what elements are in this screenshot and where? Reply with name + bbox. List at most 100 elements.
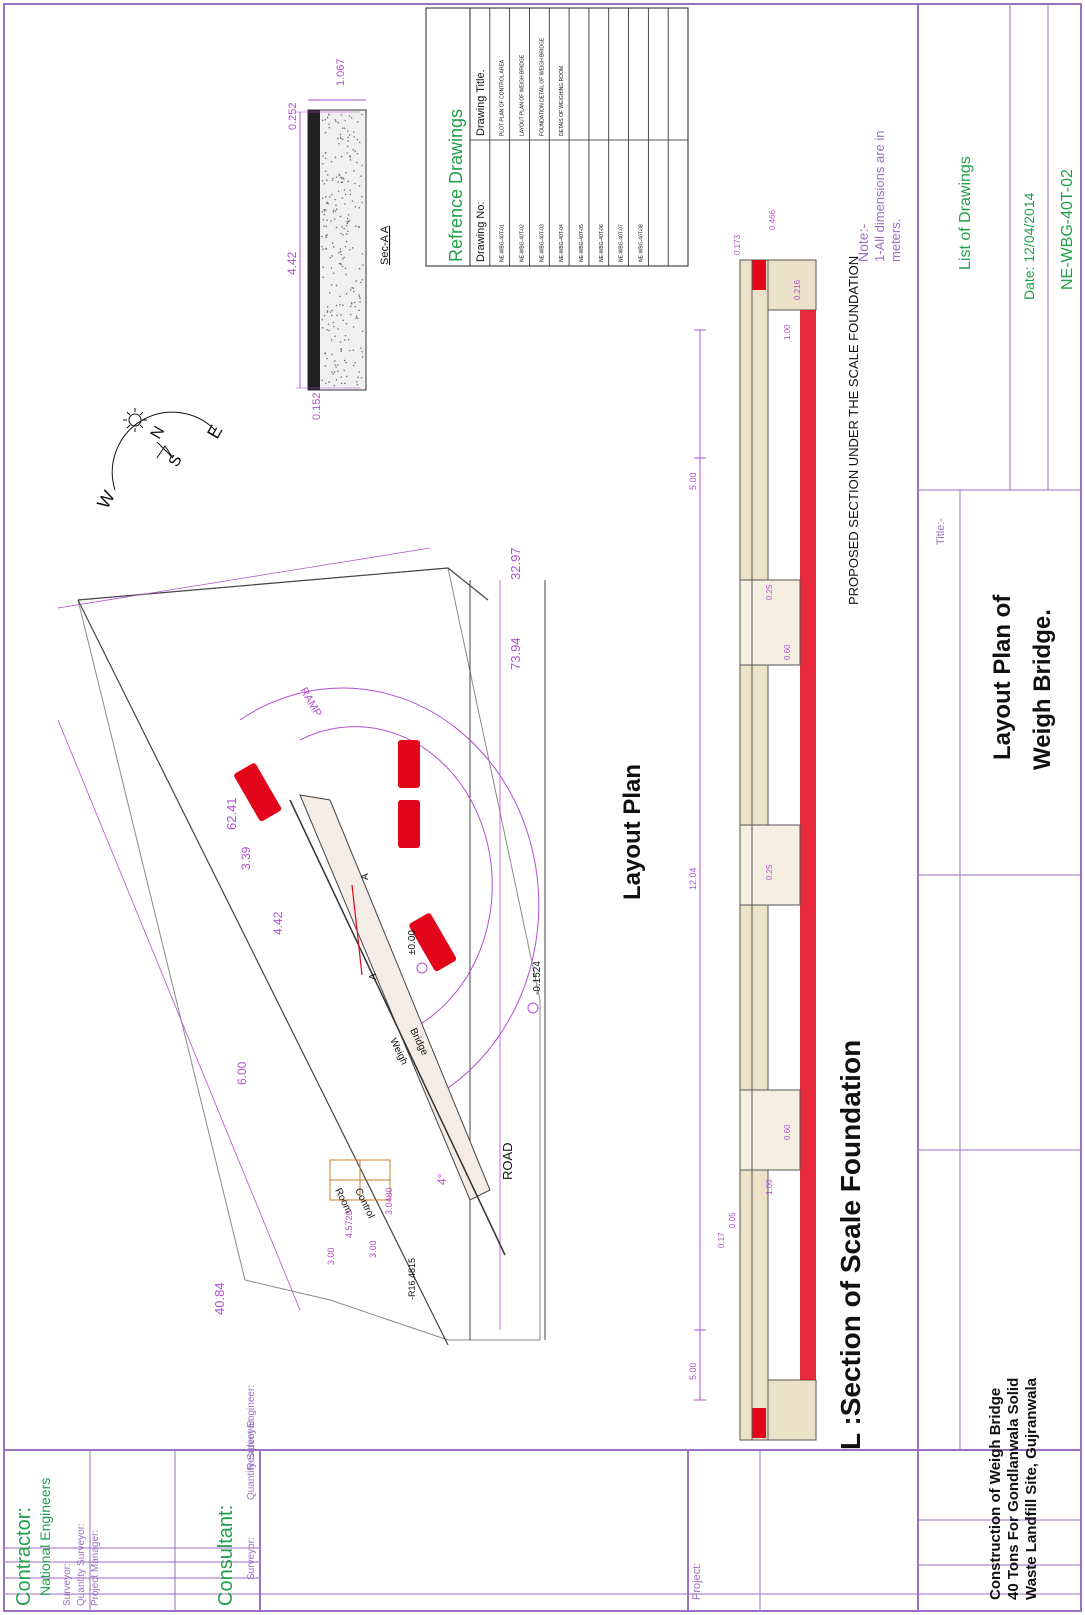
concrete-speckle <box>345 322 348 325</box>
concrete-speckle <box>358 294 360 296</box>
sec-aa-dim-1067: 1.067 <box>335 58 347 86</box>
concrete-speckle <box>340 181 343 184</box>
concrete-speckle <box>340 114 343 116</box>
concrete-speckle <box>350 313 352 316</box>
ref-drawing-no: NE-WBG-40T-02 <box>520 224 526 262</box>
concrete-speckle <box>326 174 329 176</box>
concrete-speckle <box>345 240 348 243</box>
concrete-speckle <box>322 248 325 250</box>
section-aa: 0.252 1.067 4.42 0.152 Sec-A A <box>285 58 391 420</box>
label-level-3: -R16.4815 <box>407 1258 417 1300</box>
concrete-speckle <box>330 220 332 222</box>
concrete-speckle <box>360 377 363 379</box>
project-line-3: Waste Landfill Site, Gujranwala <box>1023 1377 1040 1600</box>
concrete-speckle <box>361 253 364 255</box>
compass-s: S <box>166 452 186 470</box>
concrete-speckle <box>334 360 336 362</box>
concrete-speckle <box>334 210 337 213</box>
concrete-speckle <box>351 200 354 202</box>
concrete-speckle <box>360 347 362 349</box>
concrete-speckle <box>356 121 359 123</box>
concrete-speckle <box>361 113 363 116</box>
concrete-speckle <box>346 217 349 220</box>
concrete-speckle <box>332 209 335 211</box>
ref-drawing-title: DETAIS OF WEIGHING ROOM <box>559 66 565 136</box>
concrete-speckle <box>357 376 359 379</box>
concrete-speckle <box>358 206 361 209</box>
concrete-speckle <box>358 295 361 298</box>
concrete-speckle <box>343 127 346 130</box>
concrete-speckle <box>335 379 338 381</box>
concrete-speckle <box>324 118 327 121</box>
concrete-speckle <box>354 182 356 185</box>
concrete-speckle <box>340 314 342 316</box>
label-cr-2: 3.00 <box>326 1247 336 1265</box>
concrete-speckle <box>324 131 327 134</box>
consultant-label: Consultant: <box>215 1505 237 1606</box>
concrete-speckle <box>344 334 347 337</box>
concrete-speckle <box>332 321 335 324</box>
layout-plan: 62.41 40.84 73.94 32.97 3.39 4.42 6.00 4… <box>57 547 646 1346</box>
concrete-speckle <box>323 225 325 227</box>
concrete-speckle <box>361 351 364 353</box>
concrete-speckle <box>345 171 347 174</box>
concrete-speckle <box>339 303 341 306</box>
list-of-drawings: List of Drawings <box>957 156 974 270</box>
dim-73-94: 73.94 <box>508 637 523 670</box>
concrete-speckle <box>339 136 342 139</box>
concrete-speckle <box>341 138 344 141</box>
contractor-surveyor: Surveyor: <box>62 1563 73 1606</box>
sec-dim-060-b: 0.60 <box>783 644 792 660</box>
label-cr-3: 4.5720 <box>344 1210 354 1238</box>
label-ramp: RAMP <box>297 686 323 720</box>
concrete-speckle <box>331 179 334 182</box>
concrete-speckle <box>342 304 344 306</box>
concrete-speckle <box>347 338 350 341</box>
concrete-speckle <box>332 246 335 248</box>
concrete-speckle <box>337 328 339 330</box>
concrete-speckle <box>331 242 334 244</box>
concrete-speckle <box>355 280 358 282</box>
concrete-speckle <box>356 138 359 141</box>
concrete-speckle <box>330 160 333 163</box>
label-section-a-2: A <box>368 973 379 980</box>
consultant-resident-engineer: Resident Engineer: <box>246 1385 257 1470</box>
concrete-speckle <box>349 305 352 308</box>
concrete-speckle <box>326 306 329 308</box>
concrete-speckle <box>338 142 340 145</box>
sec-dim-0216: 0.216 <box>793 279 802 300</box>
contractor-name: National Engineers <box>37 1478 53 1596</box>
concrete-speckle <box>358 185 361 187</box>
concrete-speckle <box>362 264 364 266</box>
label-road: ROAD <box>500 1142 515 1180</box>
concrete-speckle <box>339 176 342 179</box>
concrete-speckle <box>338 174 341 176</box>
concrete-speckle <box>348 219 351 222</box>
concrete-speckle <box>352 364 355 367</box>
section-scale-subtitle: PROPOSED SECTION UNDER THE SCALE FOUNDAT… <box>846 256 861 605</box>
concrete-speckle <box>344 203 346 205</box>
concrete-speckle <box>345 233 348 235</box>
dim-4-42: 4.42 <box>271 911 285 935</box>
concrete-speckle <box>337 190 340 192</box>
concrete-speckle <box>322 276 325 279</box>
concrete-speckle <box>321 162 324 165</box>
concrete-speckle <box>321 119 324 122</box>
concrete-speckle <box>326 357 328 360</box>
concrete-speckle <box>340 382 343 385</box>
concrete-speckle <box>322 266 325 269</box>
concrete-speckle <box>353 301 356 304</box>
contractor-project-manager: Project Manager: <box>90 1530 101 1606</box>
ref-drawing-no: NE-WBG-40T-07 <box>619 224 625 262</box>
reference-drawings-table: Refrence Drawings Drawing No:Drawing Tit… <box>425 7 689 267</box>
concrete-speckle <box>352 349 355 352</box>
concrete-speckle <box>341 225 343 228</box>
concrete-speckle <box>359 141 361 144</box>
sec-dim-0466: 0.466 <box>768 209 777 230</box>
concrete-speckle <box>335 284 338 287</box>
concrete-speckle <box>339 248 342 250</box>
project-line-2: 40 Tons For Gondlanwala Solid <box>1005 1378 1022 1600</box>
label-section-a-1: A <box>360 873 371 880</box>
concrete-speckle <box>343 359 346 362</box>
